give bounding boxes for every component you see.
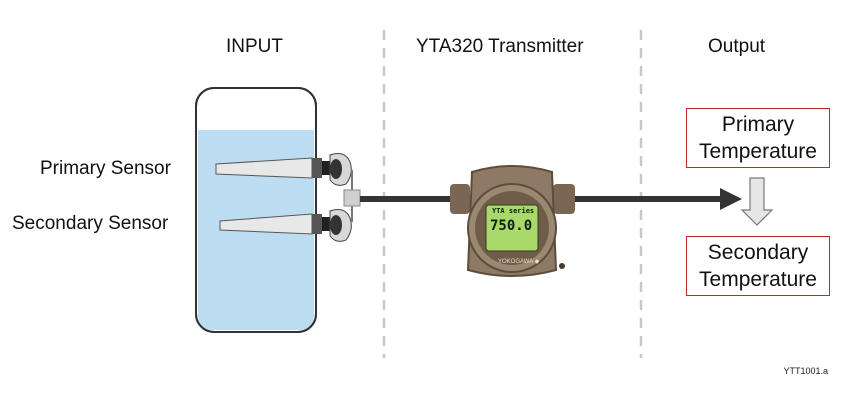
- secondary-temperature-box: Secondary Temperature: [686, 236, 830, 296]
- secondary-sensor-probe: [219, 209, 352, 242]
- device-brand: YOKOGAWA ◆: [498, 259, 540, 265]
- output-arrowhead: [720, 188, 742, 210]
- primary-sensor-probe: [215, 153, 352, 186]
- secondary-temperature-line1: Secondary: [707, 241, 809, 264]
- device-reading: 750.0: [490, 218, 533, 234]
- device-series-label: YTA series: [492, 207, 535, 215]
- header-output: Output: [708, 36, 766, 57]
- transmitter-housing: [450, 165, 575, 277]
- secondary-temperature-line2: Temperature: [699, 268, 817, 291]
- primary-sensor-label: Primary Sensor: [40, 158, 171, 179]
- primary-temperature-line2: Temperature: [699, 140, 817, 163]
- down-arrow-icon: [740, 177, 774, 226]
- header-input: INPUT: [226, 36, 283, 57]
- figure-reference-code: YTT1001.a: [783, 366, 828, 376]
- primary-temperature-box: Primary Temperature: [686, 108, 830, 168]
- primary-temperature-line1: Primary: [721, 113, 795, 136]
- lcd-screen: [485, 204, 539, 252]
- header-transmitter: YTA320 Transmitter: [416, 36, 584, 57]
- secondary-sensor-label: Secondary Sensor: [12, 213, 169, 234]
- process-tank: [195, 87, 317, 333]
